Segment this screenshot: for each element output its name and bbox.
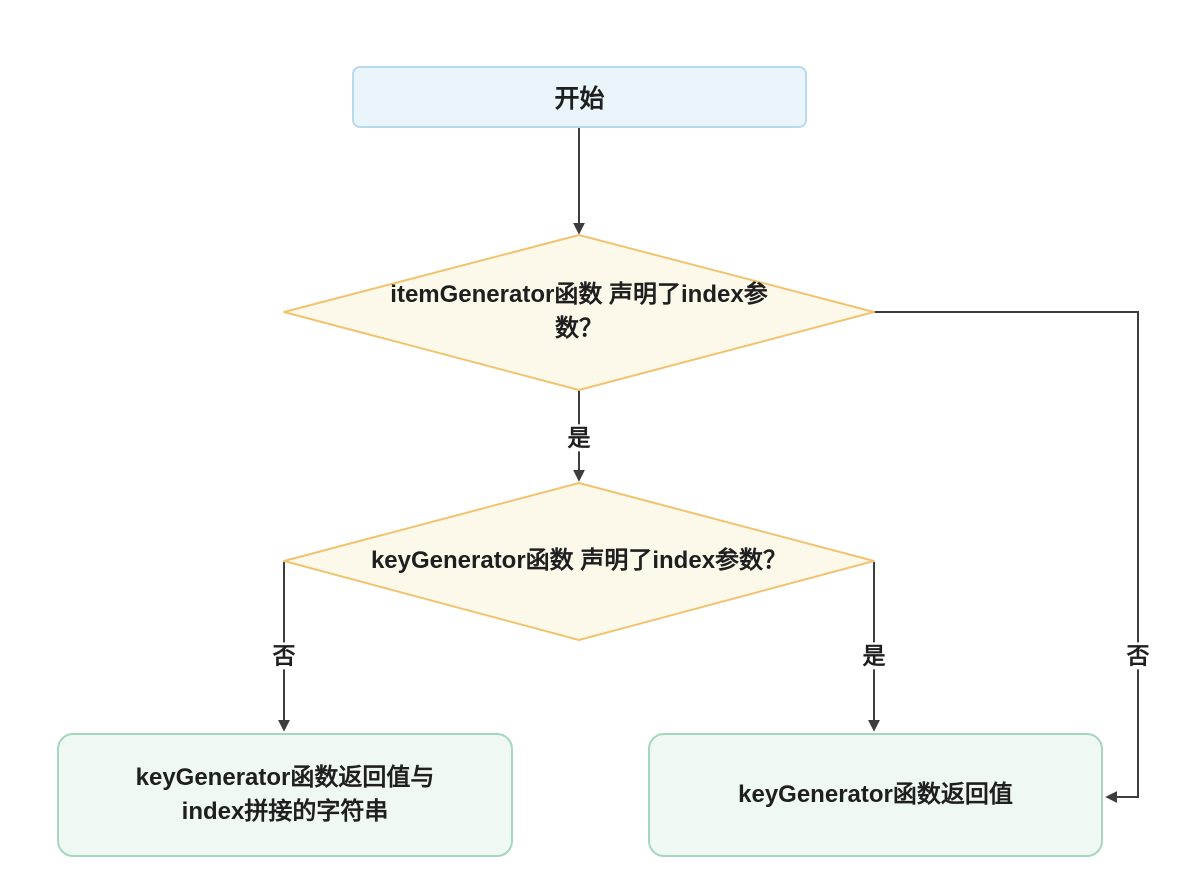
decision1-diamond bbox=[283, 234, 875, 391]
result-plain-label: keyGenerator函数返回值 bbox=[738, 781, 1013, 808]
result-concatenated-line2: index拼接的字符串 bbox=[181, 798, 389, 825]
edge-label-decision1-no: 否 bbox=[1123, 642, 1153, 670]
edge-label-decision2-yes: 是 bbox=[859, 642, 889, 670]
start-node: 开始 bbox=[352, 66, 807, 128]
result-node-concatenated-key: keyGenerator函数返回值与 index拼接的字符串 bbox=[57, 733, 513, 857]
decision2-diamond bbox=[283, 482, 875, 641]
result-concatenated-line1: keyGenerator函数返回值与 bbox=[135, 764, 435, 791]
edge-label-decision2-no: 否 bbox=[269, 642, 299, 670]
edge-decision1-no bbox=[874, 311, 1139, 803]
start-node-label: 开始 bbox=[554, 85, 605, 113]
edge-label-decision1-yes: 是 bbox=[564, 424, 594, 452]
result-node-plain-key: keyGenerator函数返回值 bbox=[648, 733, 1103, 857]
